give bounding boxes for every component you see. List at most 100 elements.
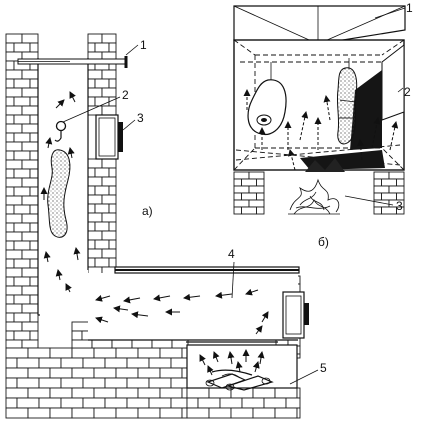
brick: [21, 285, 39, 296]
brick: [29, 96, 39, 107]
brick: [87, 257, 96, 268]
smoke-channel: [88, 273, 298, 340]
brick: [38, 377, 62, 389]
brick: [87, 42, 96, 53]
arrow: [45, 137, 53, 149]
brick: [241, 206, 257, 215]
arrow: [323, 95, 331, 121]
brick: [373, 178, 382, 187]
brick: [101, 212, 117, 223]
brick: [60, 397, 84, 409]
brick: [233, 178, 242, 187]
brick: [21, 231, 39, 242]
brick: [13, 114, 31, 125]
brick: [115, 367, 139, 379]
brick: [5, 123, 23, 134]
brick: [5, 186, 15, 197]
arrow: [95, 316, 109, 324]
brick: [151, 339, 173, 349]
brick: [91, 339, 113, 349]
brick: [101, 176, 117, 187]
brick: [256, 206, 265, 215]
brick: [21, 87, 39, 98]
brick: [197, 397, 221, 409]
brick: [94, 203, 110, 214]
brick: [49, 407, 73, 419]
brick: [5, 78, 15, 89]
brick: [5, 159, 23, 170]
brick: [396, 178, 405, 187]
figure-b: 1 2 3 б): [233, 1, 413, 249]
brick: [111, 339, 133, 349]
brick: [5, 168, 15, 179]
cabinet-lid: [233, 5, 406, 45]
brick: [108, 239, 117, 250]
brick: [93, 407, 117, 419]
arrow: [55, 99, 65, 109]
brick: [94, 185, 110, 196]
brick: [13, 96, 31, 107]
brick: [13, 168, 31, 179]
right-brick-wall: [87, 33, 117, 286]
brick: [13, 42, 31, 53]
brick: [5, 60, 15, 71]
brick: [186, 387, 210, 399]
brick: [126, 397, 150, 409]
brick: [93, 387, 117, 399]
brick: [87, 212, 103, 223]
brick: [274, 387, 298, 399]
brick: [219, 397, 243, 409]
callout-5-a: 5: [320, 361, 327, 375]
brick: [94, 257, 110, 268]
brick: [87, 69, 103, 80]
arrow: [113, 305, 129, 313]
hanging-rod: [17, 56, 128, 68]
brick: [21, 213, 39, 224]
brick: [115, 387, 139, 399]
callout-2-b: 2: [404, 85, 411, 99]
brick: [29, 132, 39, 143]
brick: [101, 105, 117, 116]
brick: [87, 185, 96, 196]
brick: [108, 42, 117, 53]
brick: [29, 186, 39, 197]
brick: [5, 222, 15, 233]
brick: [5, 258, 15, 269]
brick: [101, 69, 117, 80]
brick: [29, 258, 39, 269]
arrow: [131, 311, 149, 319]
brick: [186, 407, 210, 419]
brick: [137, 347, 161, 359]
brick: [94, 167, 110, 178]
brick: [148, 357, 172, 369]
cabinet-smoke-arrows: [243, 89, 399, 171]
brick: [82, 377, 106, 389]
brick: [170, 357, 188, 369]
arrow: [65, 283, 72, 293]
arrow: [261, 311, 269, 323]
chamber-door: [95, 114, 123, 160]
brick: [181, 347, 188, 359]
brick: [49, 367, 73, 379]
brick: [101, 87, 117, 98]
brick: [29, 240, 39, 251]
brick: [159, 407, 183, 419]
brick: [5, 231, 23, 242]
arrow: [183, 293, 201, 301]
brick: [274, 407, 298, 419]
leader-lines-b: [344, 7, 406, 206]
brick: [29, 276, 39, 287]
arrow: [252, 361, 260, 373]
brick: [101, 194, 117, 205]
brick: [296, 407, 301, 419]
brick: [5, 387, 29, 399]
brick: [94, 42, 110, 53]
brick: [21, 303, 39, 314]
brick: [13, 186, 31, 197]
brick: [94, 239, 110, 250]
brick: [27, 407, 51, 419]
channel-cover-plate: [114, 266, 300, 274]
brick: [21, 321, 39, 332]
brick: [13, 294, 31, 305]
